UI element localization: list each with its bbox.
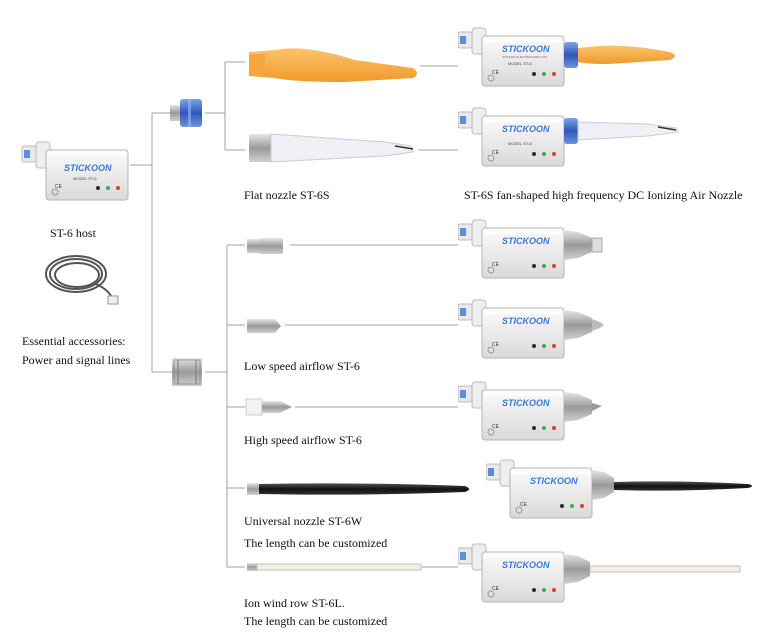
- ionrow-label-line1: Ion wind row ST-6L.: [244, 596, 345, 610]
- high-speed-nozzle-image: [244, 397, 296, 417]
- device-brand-text: STICKOON: [502, 44, 550, 54]
- device-ce-mark: CE: [520, 502, 527, 508]
- device-brand-text: STICKOON: [502, 398, 550, 408]
- blue-adapter-image: [168, 95, 208, 131]
- device-low-speed: STICKOON CE: [458, 292, 618, 364]
- device-brand-text: STICKOON: [502, 560, 550, 570]
- universal-label-line2: The length can be customized: [244, 536, 388, 550]
- device-company-text: STICKON ELECTROSTATIC LTD.: [502, 55, 548, 59]
- orange-flat-nozzle-image: [245, 40, 421, 88]
- low-speed-label: Low speed airflow ST-6: [244, 359, 360, 373]
- accessories-label-line1: Essential accessories:: [22, 334, 126, 348]
- device-high-speed: STICKOON CE: [458, 374, 618, 446]
- host-model-text: MODEL ST-6: [73, 176, 97, 181]
- device-ion-wind-row: STICKOON CE: [458, 536, 748, 608]
- host-label: ST-6 host: [50, 226, 96, 240]
- ionrow-label-line2: The length can be customized: [244, 614, 388, 628]
- device-ce-mark: CE: [492, 424, 499, 430]
- device-ce-mark: CE: [492, 70, 499, 76]
- device-with-fan-nozzle: STICKOON MODEL ST-6 CE: [458, 100, 688, 172]
- accessories-label-line2: Power and signal lines: [22, 353, 131, 367]
- fan-nozzle-label: ST-6S fan-shaped high frequency DC Ioniz…: [464, 188, 743, 202]
- low-speed-nozzle-small-image: [245, 236, 289, 256]
- device-ce-mark: CE: [492, 342, 499, 348]
- st6-host-image: STICKOON MODEL ST-6 CE: [18, 140, 130, 202]
- device-brand-text: STICKOON: [502, 236, 550, 246]
- device-ce-mark: CE: [492, 262, 499, 268]
- device-brand-text: STICKOON: [502, 316, 550, 326]
- device-with-orange-nozzle: STICKOON STICKON ELECTROSTATIC LTD. MODE…: [458, 20, 688, 92]
- host-brand-text: STICKOON: [64, 163, 112, 173]
- device-ce-mark: CE: [492, 586, 499, 592]
- ion-wind-row-image: [245, 560, 425, 574]
- high-speed-label: High speed airflow ST-6: [244, 433, 362, 447]
- universal-label-line1: Universal nozzle ST-6W: [244, 514, 363, 528]
- universal-nozzle-image: [245, 478, 475, 500]
- low-speed-nozzle-image: [245, 316, 285, 336]
- device-brand-text: STICKOON: [530, 476, 578, 486]
- device-low-speed-small: STICKOON CE: [458, 212, 618, 284]
- white-flat-nozzle-image: [245, 128, 421, 170]
- device-ce-mark: CE: [492, 150, 499, 156]
- flat-nozzle-label: Flat nozzle ST-6S: [244, 188, 330, 202]
- device-model-text: MODEL ST-6: [508, 141, 532, 146]
- power-cable-image: [34, 246, 126, 308]
- device-brand-text: STICKOON: [502, 124, 550, 134]
- device-model-text: MODEL ST-6: [508, 61, 532, 66]
- host-ce-mark: CE: [55, 184, 62, 190]
- device-universal: STICKOON CE: [486, 452, 758, 528]
- metal-adapter-image: [168, 354, 208, 390]
